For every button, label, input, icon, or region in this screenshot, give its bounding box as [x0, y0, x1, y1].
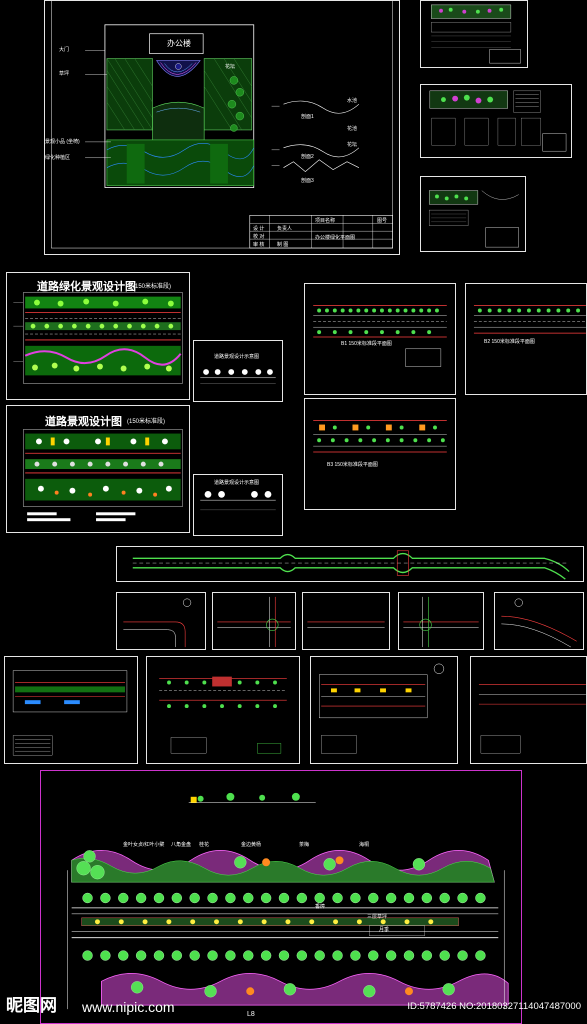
sheet-long-road — [116, 546, 584, 582]
label-plant-2: 八角金盘 — [171, 842, 192, 848]
watermark-id: ID:5787426 NO:20180327114047487000 — [407, 1001, 581, 1012]
tb-person-2: 制 图 — [277, 242, 289, 248]
label-plant-1: 金叶女贞/红叶小檗 — [123, 842, 165, 848]
bottom-plan-drawing — [67, 792, 509, 1010]
tb-number: 图号 — [377, 218, 388, 224]
gate-label: 大门 — [59, 47, 70, 53]
sheet-section-small-2: 道路景观设计示意图 — [193, 474, 283, 536]
section-small-2-drawing — [200, 490, 276, 510]
sheet-standard-3: B3 150米标准段平面图 — [304, 398, 456, 510]
tb-row-design: 设 计 — [253, 226, 265, 232]
junction-3-drawing — [307, 621, 385, 628]
sheet-bottom-plan: 金叶女贞/红叶小檗 八角金盘 桂花 金边黄杨 茶梅 海桐 香樟 三层草坪 月季 … — [40, 770, 522, 1024]
standard-1-label: B1 150米标准段平面图 — [341, 341, 392, 347]
long-road-drawing — [132, 550, 570, 580]
tb-drawing: 办公楼绿化平面图 — [315, 235, 356, 241]
section-small-1-drawing — [200, 369, 276, 384]
tb-row-review: 审 核 — [253, 242, 265, 248]
sheet-standard-1: B1 150米标准段平面图 — [304, 283, 456, 395]
tb-row-check: 校 对 — [253, 234, 265, 240]
tb-project: 项目名称 — [315, 218, 336, 224]
callout-pool: 水池 — [347, 98, 358, 104]
thumb-2-drawing — [429, 90, 567, 152]
label-plant-8: 三层草坪 — [367, 914, 388, 920]
road-design-1-subtitle: (150米标准段) — [133, 284, 172, 290]
section-label-1: 剖面1 — [301, 114, 314, 120]
road-design-2-drawing — [22, 429, 183, 522]
thumb-3-drawing — [428, 190, 519, 248]
junction-1-drawing — [123, 598, 192, 648]
junction-5-drawing — [501, 598, 577, 648]
sheet-plan-row-4 — [470, 656, 587, 764]
sheet-landscape-plan: 办公楼 大门 草坪 花坛 水池 花池 花坛 景观小品 (坐椅) 绿化种植区 剖面… — [44, 0, 400, 255]
sheet-plan-row-3 — [310, 656, 458, 764]
thumb-1-drawing — [431, 4, 521, 64]
junction-2-drawing — [217, 596, 291, 648]
road-design-2-subtitle: (150米标准段) — [127, 419, 166, 425]
standard-1-drawing — [313, 305, 447, 367]
road-design-1-drawing — [13, 292, 183, 384]
sheet-plan-row-1 — [4, 656, 138, 764]
sheet-junction-5 — [494, 592, 584, 650]
sheet-section-small-1: 道路景观设计示意图 — [193, 340, 283, 402]
watermark-logo: 昵图网 — [6, 996, 57, 1015]
standard-2-drawing — [473, 305, 586, 334]
road-design-1-title: 道路绿化景观设计图 — [37, 281, 136, 293]
tb-person-1: 负责人 — [277, 226, 293, 232]
callout-planter: 花池 — [347, 126, 358, 132]
sheet-thumb-2 — [420, 84, 572, 158]
sheet-road-design-1: 道路绿化景观设计图 (150米标准段) — [6, 272, 190, 400]
standard-2-label: B2 150米标准段平面图 — [484, 339, 535, 345]
note-planting: 绿化种植区 — [45, 155, 71, 161]
flowerbed-label: 花坛 — [225, 64, 236, 70]
section-small-2-title: 道路景观设计示意图 — [214, 480, 260, 486]
sheet-standard-2: B2 150米标准段平面图 — [465, 283, 587, 395]
section-label-2: 剖面2 — [301, 154, 314, 160]
label-plant-6: 海桐 — [359, 842, 370, 848]
sheet-junction-4 — [398, 592, 484, 650]
marker-label: L8 — [247, 1011, 255, 1018]
office-label: 办公楼 — [167, 39, 191, 48]
plan-drawing — [51, 1, 393, 249]
plan-row-4-drawing — [478, 684, 586, 754]
section-label-3: 剖面3 — [301, 178, 314, 184]
section-small-1-title: 道路景观设计示意图 — [214, 354, 260, 360]
sheet-junction-1 — [116, 592, 206, 650]
sheet-plan-row-2 — [146, 656, 300, 764]
label-plant-3: 桂花 — [199, 842, 210, 848]
sheet-junction-3 — [302, 592, 390, 650]
label-plant-5: 茶梅 — [299, 842, 310, 848]
sheet-thumb-3 — [420, 176, 526, 252]
callout-bed: 花坛 — [347, 142, 358, 148]
watermark-site: www.nipic.com — [82, 999, 175, 1015]
note-bench: 景观小品 (坐椅) — [45, 139, 80, 145]
junction-4-drawing — [403, 596, 479, 648]
plan-row-2-drawing — [159, 676, 287, 754]
plan-row-1-drawing — [12, 670, 128, 756]
plan-row-3-drawing — [319, 663, 445, 754]
lawn-label: 草坪 — [59, 71, 70, 77]
sheet-road-design-2: 道路景观设计图 (150米标准段) — [6, 405, 190, 533]
sheet-thumb-1 — [420, 0, 528, 68]
sheet-junction-2 — [212, 592, 296, 650]
standard-3-drawing — [313, 420, 447, 453]
road-design-2-title: 道路景观设计图 — [45, 416, 122, 428]
label-plant-4: 金边黄杨 — [241, 842, 262, 848]
label-plant-7: 香樟 — [315, 904, 326, 910]
standard-3-label: B3 150米标准段平面图 — [327, 462, 378, 468]
label-plant-9: 月季 — [379, 927, 390, 933]
